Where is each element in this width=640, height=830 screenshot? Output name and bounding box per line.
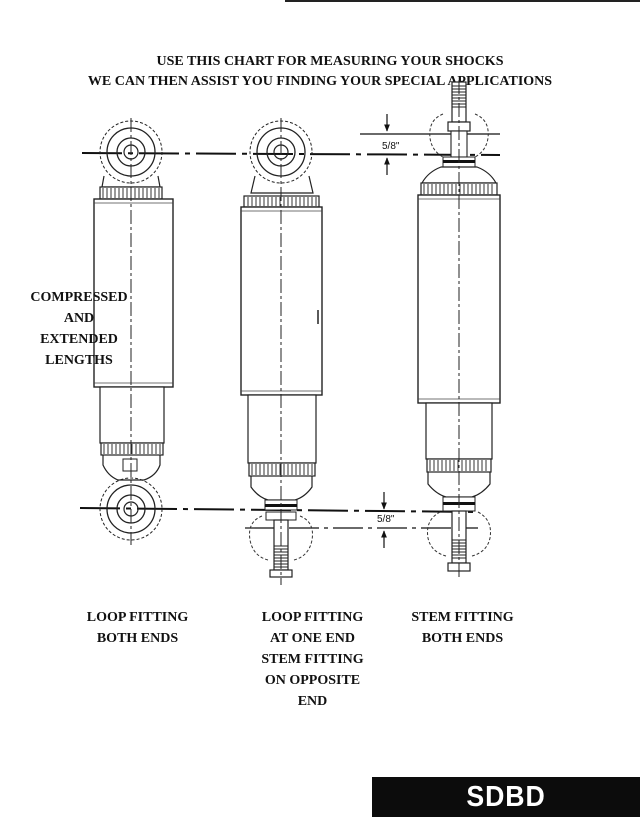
lengths-label-line-2: AND bbox=[63, 311, 95, 326]
caption-line: LOOP FITTING bbox=[261, 610, 364, 625]
shock-loop-and-stem bbox=[240, 118, 323, 585]
caption-loop-and-stem: LOOP FITTING AT ONE END STEM FITTING ON … bbox=[240, 607, 385, 712]
caption-line: ON OPPOSITE bbox=[264, 673, 361, 688]
lengths-label: COMPRESSED AND EXTENDED LENGTHS bbox=[24, 287, 134, 371]
caption-line: LOOP FITTING bbox=[86, 610, 189, 625]
top-offset-label: 5/8" bbox=[382, 141, 400, 152]
caption-line: BOTH ENDS bbox=[421, 631, 504, 646]
lengths-label-line-1: COMPRESSED bbox=[30, 290, 128, 305]
upper-reference-line bbox=[81, 152, 501, 156]
caption-loop-both-ends: LOOP FITTING BOTH ENDS bbox=[70, 607, 205, 649]
caption-stem-both-ends: STEM FITTING BOTH ENDS bbox=[395, 607, 530, 649]
shock-body bbox=[93, 198, 174, 388]
shock-stem-both-ends bbox=[417, 80, 501, 578]
chart-header: USE THIS CHART FOR MEASURING YOUR SHOCKS… bbox=[0, 52, 640, 92]
caption-line: STEM FITTING bbox=[411, 610, 514, 625]
top-rule bbox=[285, 0, 640, 2]
shock-loop-both-ends bbox=[93, 118, 174, 545]
lengths-label-line-4: LENGTHS bbox=[45, 353, 113, 368]
caption-line: END bbox=[297, 694, 328, 709]
company-name: SDBD CORPORATION bbox=[466, 781, 546, 813]
header-line-2: WE CAN THEN ASSIST YOU FINDING YOUR SPEC… bbox=[87, 74, 553, 89]
caption-line: STEM FITTING bbox=[261, 652, 364, 667]
lengths-label-line-3: EXTENDED bbox=[40, 332, 118, 347]
company-logo: SDBD CORPORATION bbox=[372, 777, 640, 817]
caption-line: AT ONE END bbox=[269, 631, 356, 646]
bottom-offset-label: 5/8" bbox=[377, 514, 395, 525]
header-line-1: USE THIS CHART FOR MEASURING YOUR SHOCKS bbox=[156, 54, 504, 69]
caption-line: BOTH ENDS bbox=[96, 631, 179, 646]
